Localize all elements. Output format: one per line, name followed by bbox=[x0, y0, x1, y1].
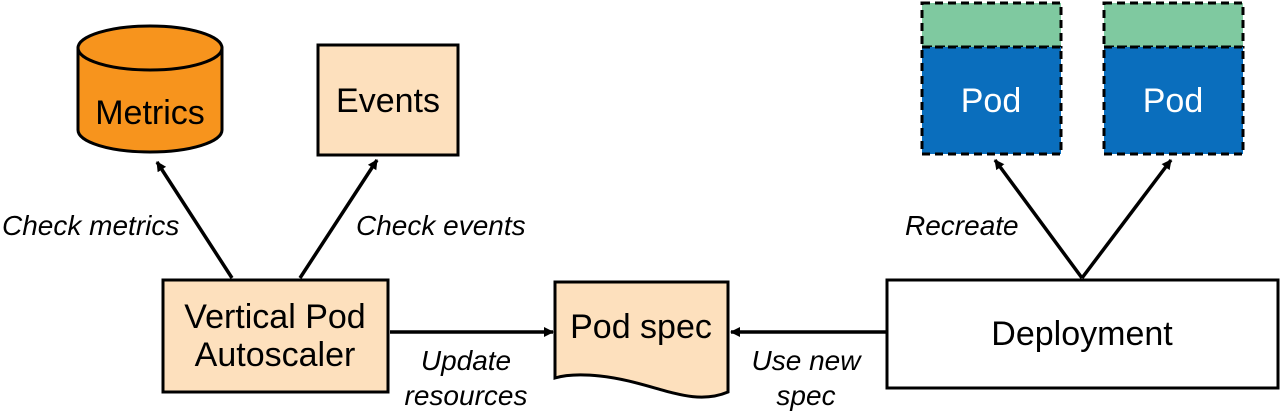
edge-label-use-new-spec-line2: spec bbox=[776, 380, 835, 411]
edge-label-check-metrics: Check metrics bbox=[2, 210, 179, 241]
pod-right-header bbox=[1102, 1, 1245, 49]
pod-spec-document bbox=[553, 280, 730, 399]
metrics-node: Metrics bbox=[76, 24, 224, 154]
pod-left-node: Pod bbox=[920, 1, 1063, 156]
metrics-cylinder-top bbox=[76, 24, 224, 72]
pod-spec-label: Pod spec bbox=[570, 308, 712, 346]
edge-label-update-resources-line2: resources bbox=[405, 380, 528, 411]
arrow-recreate-left bbox=[993, 158, 1084, 280]
pod-left-label: Pod bbox=[961, 82, 1022, 120]
events-node: Events bbox=[316, 43, 460, 157]
edge-label-check-events: Check events bbox=[356, 210, 526, 241]
edge-label-recreate: Recreate bbox=[905, 210, 1019, 241]
arrow-recreate-right bbox=[1080, 158, 1173, 280]
pod-left-body bbox=[920, 45, 1063, 156]
deployment-node: Deployment bbox=[885, 278, 1280, 390]
pod-right-label: Pod bbox=[1143, 82, 1204, 120]
pod-right-node: Pod bbox=[1102, 1, 1245, 156]
vpa-label-line2: Autoscaler bbox=[195, 336, 356, 374]
pod-spec-node: Pod spec bbox=[553, 280, 730, 399]
vpa-node: Vertical Pod Autoscaler bbox=[161, 278, 390, 394]
deployment-label: Deployment bbox=[991, 315, 1173, 353]
metrics-label: Metrics bbox=[95, 94, 205, 132]
pod-left-header bbox=[920, 1, 1063, 49]
arrow-check-metrics bbox=[155, 161, 234, 279]
edge-label-use-new-spec-line1: Use new bbox=[752, 345, 863, 376]
edge-label-update-resources-line1: Update bbox=[421, 345, 511, 376]
metrics-cylinder-body bbox=[76, 46, 224, 154]
pod-right-body bbox=[1102, 45, 1245, 156]
events-label: Events bbox=[336, 82, 440, 120]
vpa-label-line1: Vertical Pod bbox=[184, 298, 365, 336]
arrow-check-events bbox=[298, 159, 379, 279]
